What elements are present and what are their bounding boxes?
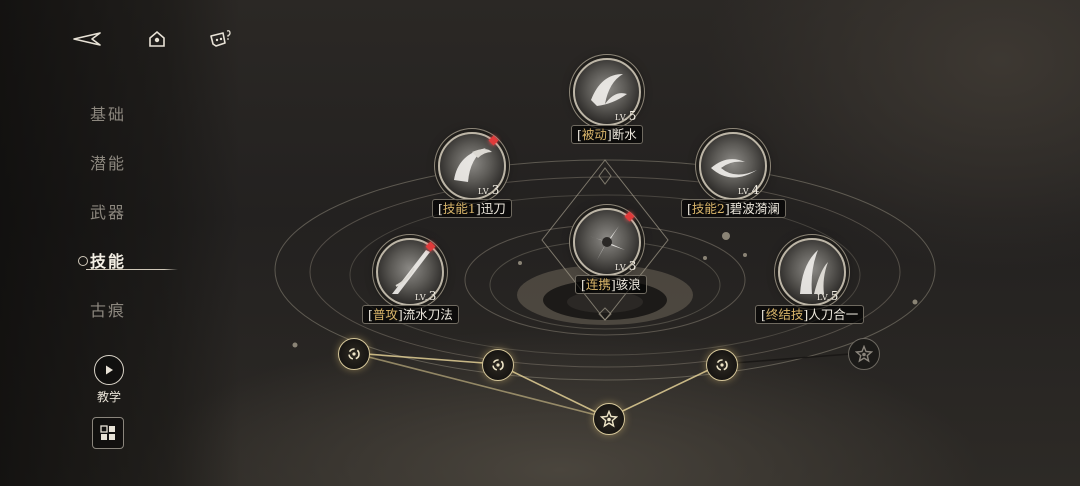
nav-item-skill[interactable]: 技能 bbox=[78, 247, 178, 277]
tutorial-label: 教学 bbox=[96, 390, 121, 404]
talent-node-4[interactable] bbox=[706, 349, 738, 381]
skill-name-label: [被动]断水 bbox=[571, 125, 643, 144]
skill-level: LV.3 bbox=[615, 259, 637, 273]
tutorial-button[interactable]: 教学 bbox=[90, 355, 128, 405]
skill-name-label: [技能1]迅刀 bbox=[432, 199, 512, 218]
nav-item-weapon[interactable]: 武器 bbox=[90, 203, 127, 222]
skill-level: LV.5 bbox=[817, 289, 839, 303]
help-button[interactable] bbox=[206, 24, 236, 54]
skill-name-label: [终结技]人刀合一 bbox=[755, 305, 865, 324]
swirl-icon bbox=[492, 359, 504, 371]
nav-item-ancient-trace[interactable]: 古痕 bbox=[90, 301, 127, 320]
play-icon bbox=[106, 365, 113, 375]
skill-level: LV.5 bbox=[615, 109, 637, 123]
swirl-icon bbox=[716, 359, 728, 371]
sidebar-shade bbox=[0, 0, 240, 486]
talent-node-3[interactable] bbox=[593, 403, 625, 435]
talent-node-2[interactable] bbox=[482, 349, 514, 381]
talent-node-locked[interactable] bbox=[848, 338, 880, 370]
skill-level: LV.3 bbox=[415, 289, 437, 303]
star-icon bbox=[855, 345, 873, 363]
skill-level: LV.3 bbox=[478, 183, 500, 197]
skill-level: LV.4 bbox=[738, 183, 760, 197]
home-button[interactable] bbox=[142, 24, 172, 54]
passive-skill-icon bbox=[573, 58, 641, 126]
talent-node-1[interactable] bbox=[338, 338, 370, 370]
nav-item-potential[interactable]: 潜能 bbox=[90, 154, 127, 173]
ultimate-skill-icon bbox=[778, 238, 846, 306]
help-chat-icon bbox=[210, 30, 231, 47]
grid-menu-button[interactable] bbox=[92, 417, 124, 449]
back-button[interactable] bbox=[72, 24, 102, 54]
nav-item-basic[interactable]: 基础 bbox=[90, 105, 127, 124]
grid-icon bbox=[100, 425, 115, 440]
skill-name-label: [技能2]碧波漪澜 bbox=[681, 199, 786, 218]
normal-attack-icon bbox=[376, 238, 444, 306]
back-arrow-icon bbox=[73, 32, 101, 46]
tutorial-circle bbox=[94, 355, 124, 385]
swirl-icon bbox=[348, 348, 360, 360]
skill-name-label: [普攻]流水刀法 bbox=[362, 305, 459, 324]
skill2-icon bbox=[699, 132, 767, 200]
home-icon bbox=[149, 30, 165, 47]
star-icon bbox=[600, 410, 618, 428]
skill-name-label: [连携]骇浪 bbox=[575, 275, 647, 294]
